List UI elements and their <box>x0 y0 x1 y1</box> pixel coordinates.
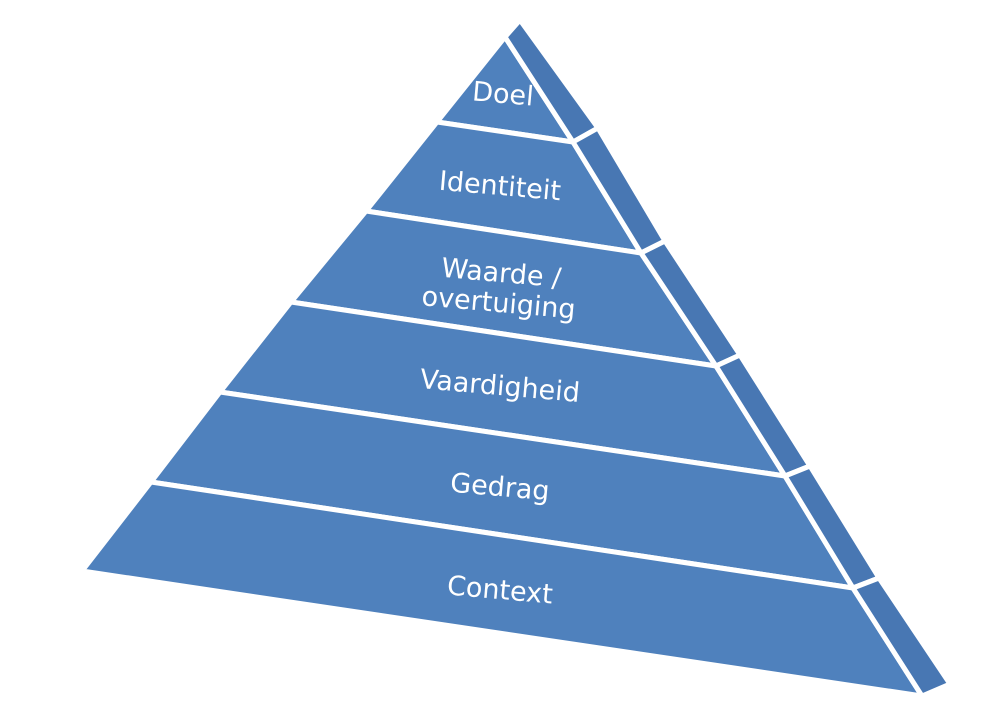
pyramid-label-line: Doel <box>471 76 535 112</box>
pyramid-side-context <box>850 575 953 699</box>
pyramid-sides <box>502 17 953 699</box>
pyramid-label-doel: Doel <box>471 76 535 112</box>
